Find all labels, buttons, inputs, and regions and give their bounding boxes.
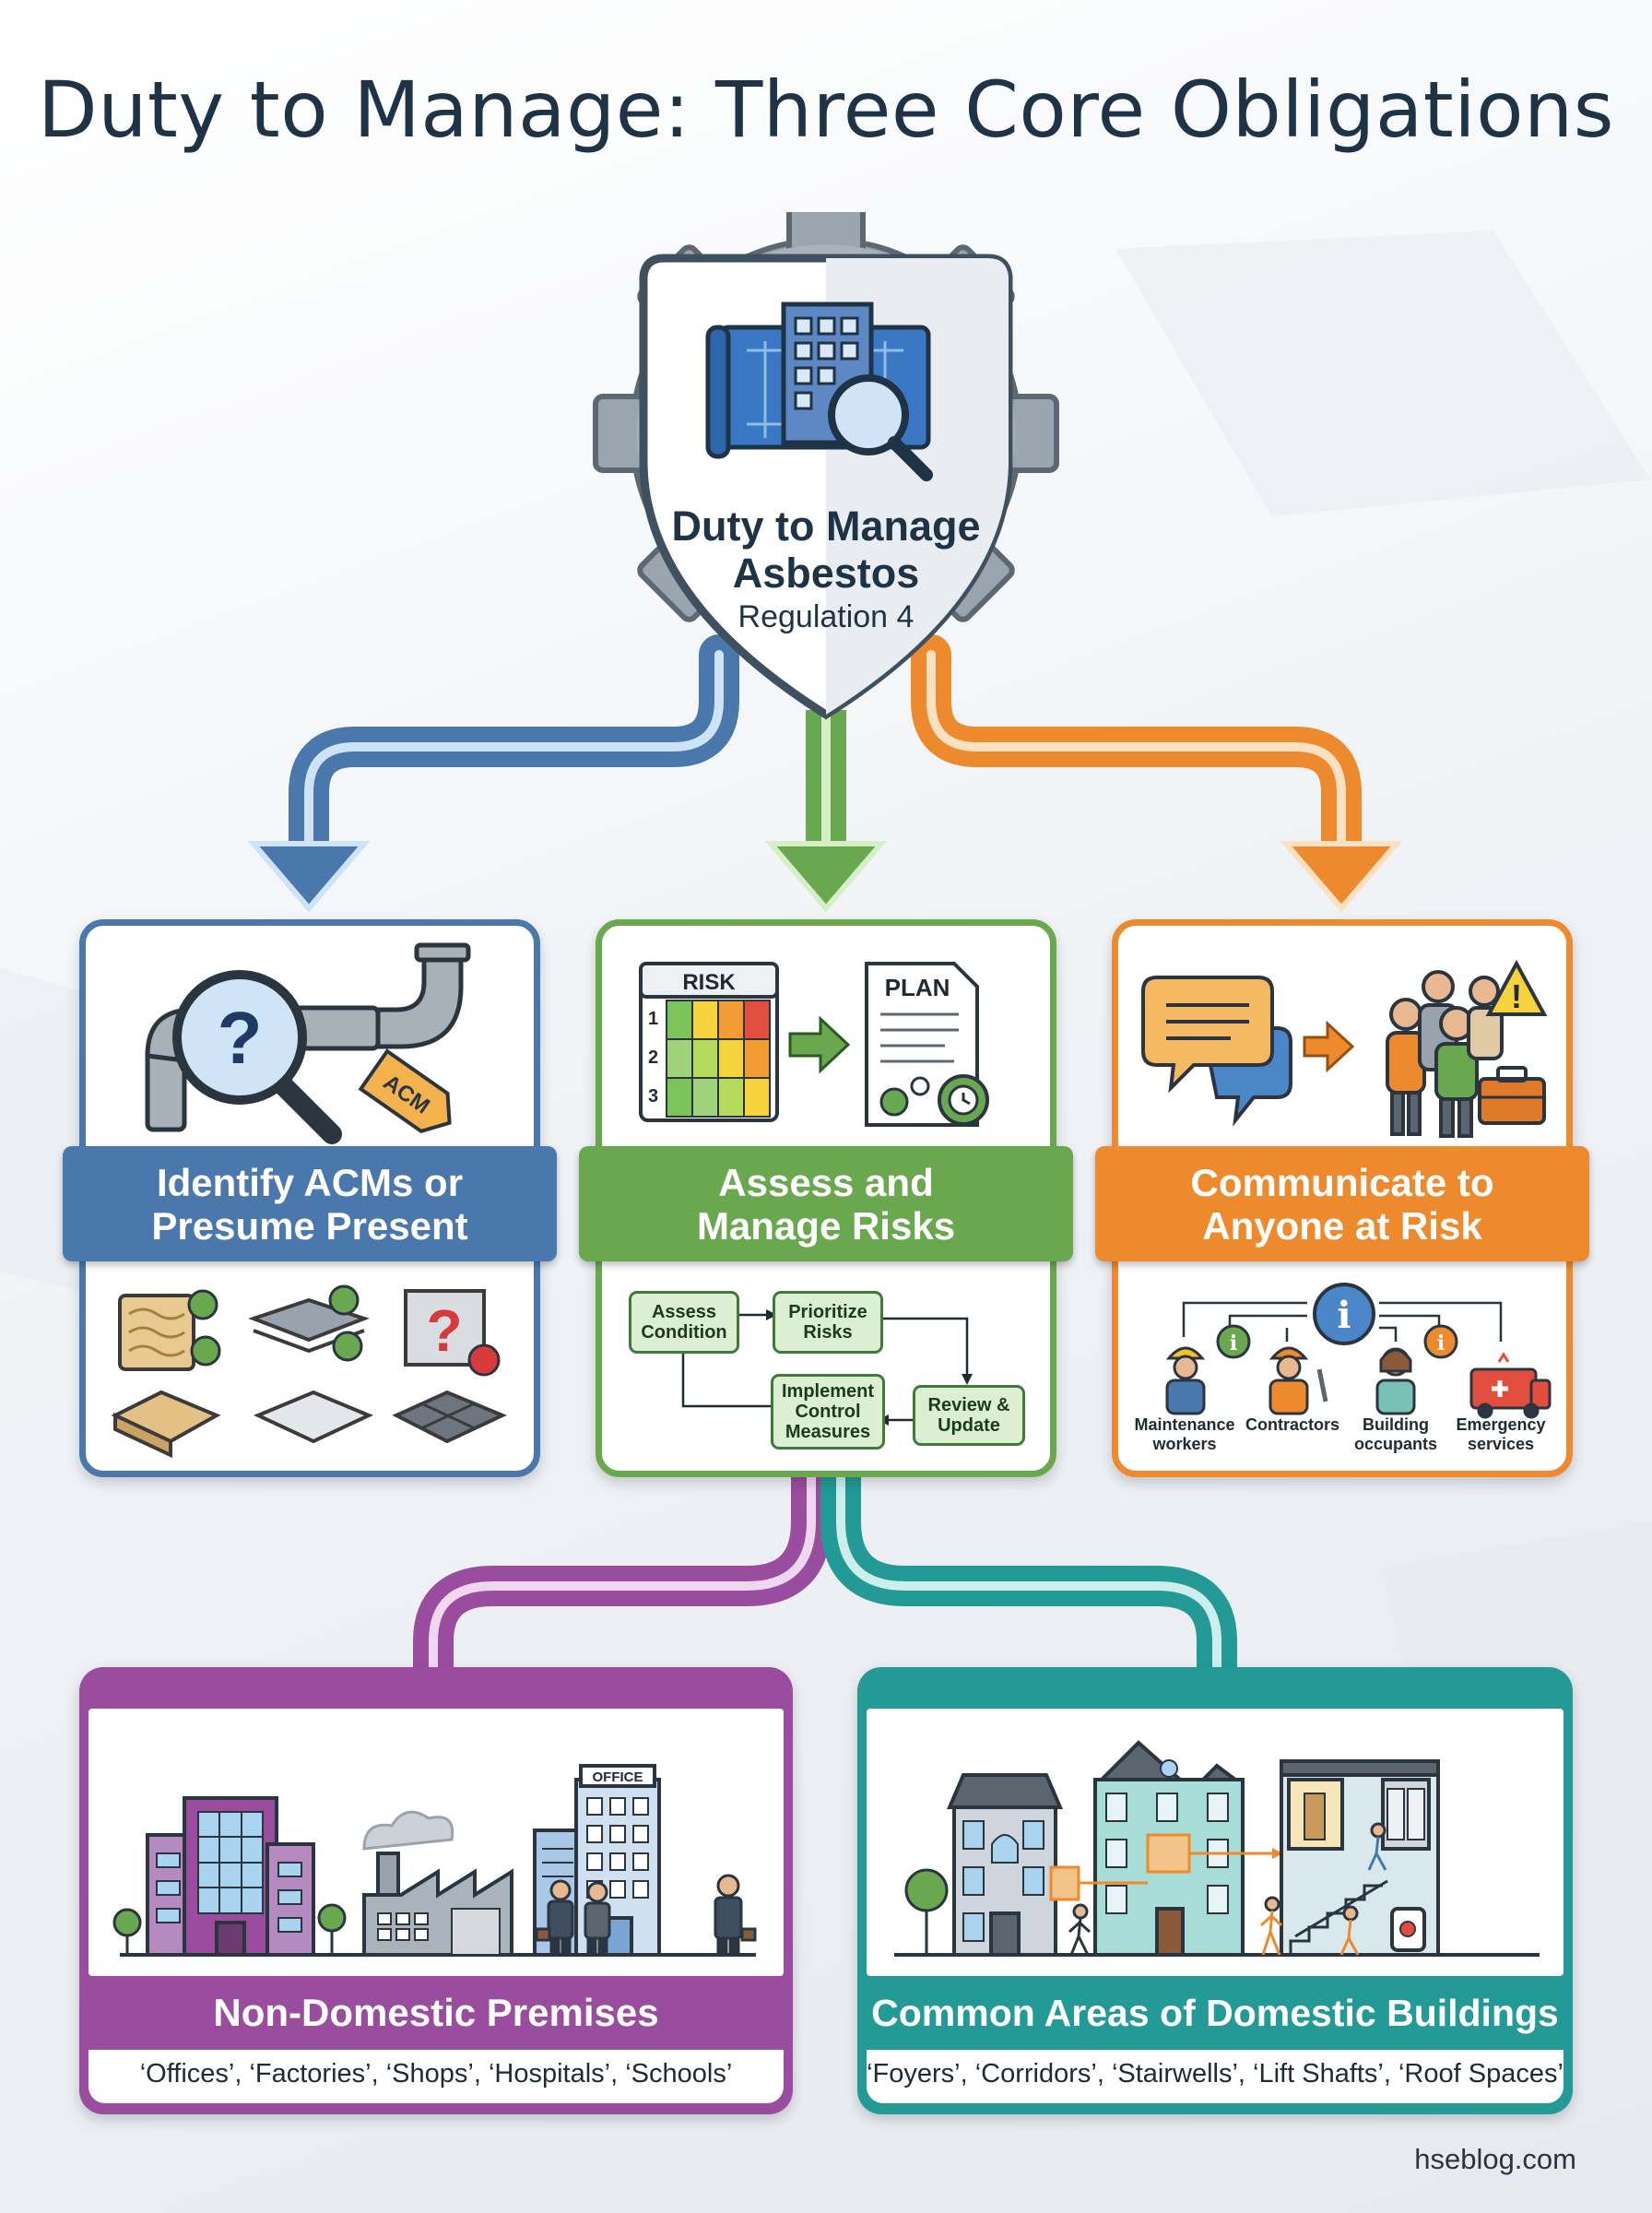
building-occupant-icon: [1375, 1347, 1416, 1415]
non-domestic-heading: Non-Domestic Premises: [213, 1991, 659, 2034]
communicate-heading-line1: Communicate to: [1190, 1160, 1494, 1204]
gear-shield-hub: [593, 212, 1059, 720]
non-domestic-examples: ‘Offices’, ‘Factories’, ‘Shops’, ‘Hospit…: [139, 2059, 733, 2089]
pipe-inspection-illustration: ? ACM: [145, 942, 471, 1144]
identify-heading-line2: Presume Present: [151, 1203, 468, 1248]
insulation-roll-icon: [118, 1289, 221, 1371]
domestic-buildings-illustration: [894, 1740, 1540, 1957]
label-contractors: Contractors: [1235, 1415, 1350, 1435]
tree-icon: [112, 1908, 142, 1955]
contractor-icon: [1268, 1346, 1328, 1415]
toolbox-icon: [1478, 1066, 1546, 1125]
svg-text:?: ?: [218, 997, 263, 1079]
business-people-icon: [535, 1874, 757, 1957]
info-bubble-icon: i: [1313, 1283, 1375, 1345]
tile-grid-icon: [392, 1390, 507, 1444]
insulation-board-icon: [111, 1390, 221, 1459]
risk-matrix-icon: RISK 1 2 3: [639, 962, 779, 1122]
label-emergency-services: Emergency services: [1444, 1415, 1558, 1454]
footer-source: hseblog.com: [1414, 2143, 1576, 2175]
label-emergency-line2: services: [1467, 1435, 1535, 1453]
people-info-illustration: i i i: [1165, 1283, 1552, 1419]
svg-text:?: ?: [426, 1297, 462, 1364]
page-title: Duty to Manage: Three Core Obligations: [38, 65, 1614, 155]
office-tower-icon: [146, 1796, 315, 1957]
hub-title-line1: Duty to Manage: [671, 503, 981, 550]
highlight-connector: [1079, 1852, 1272, 1885]
magnifier-icon: [828, 374, 909, 456]
office-sign-label: OFFICE: [593, 1769, 643, 1785]
domestic-heading: Common Areas of Domestic Buildings: [871, 1991, 1559, 2034]
walking-person-icon: [1339, 1905, 1360, 1956]
flow-step-review-update: Review & Update: [913, 1385, 1025, 1446]
maintenance-worker-icon: [1165, 1346, 1206, 1415]
info-dot-orange-icon: i: [1423, 1324, 1458, 1359]
cog-small-icon: [879, 1087, 909, 1117]
risk-row-1: 1: [648, 1009, 658, 1029]
label-maintenance-workers: Maintenance workers: [1125, 1415, 1245, 1454]
label-emergency-line1: Emergency: [1456, 1415, 1546, 1434]
plan-label: PLAN: [885, 974, 950, 1001]
hub-title: Duty to Manage Asbestos: [636, 503, 1016, 597]
risk-plan-illustration: RISK 1 2 3 PLAN: [639, 962, 989, 1127]
svg-text:i: i: [1337, 1294, 1351, 1337]
info-dot-green-icon: i: [1216, 1324, 1251, 1359]
identify-heading-line1: Identify ACMs or: [156, 1160, 464, 1204]
tree-icon: [317, 1903, 347, 1955]
plan-document-icon: PLAN: [865, 962, 989, 1127]
arrow-right-icon: [1303, 1020, 1355, 1073]
domestic-examples-box: [867, 2050, 1564, 2103]
communication-illustration: !: [1141, 959, 1548, 1138]
stairwell-interior-icon: [1280, 1759, 1440, 1957]
warning-icon: !: [1485, 959, 1548, 1016]
arrow-right-icon: [788, 1015, 851, 1074]
hub-subtitle: Regulation 4: [738, 599, 914, 634]
label-building-occupants: Building occupants: [1339, 1415, 1453, 1454]
risk-row-3: 3: [648, 1086, 658, 1106]
non-domestic-buildings-illustration: OFFICE: [112, 1764, 757, 1957]
risk-row-2: 2: [648, 1047, 658, 1068]
non-domestic-examples-box: [88, 2050, 784, 2103]
hub-title-line2: Asbestos: [732, 550, 920, 597]
flow-step-assess-condition: Assess Condition: [629, 1291, 739, 1354]
ambulance-icon: [1469, 1352, 1552, 1419]
blueprint-building-icon: [705, 302, 933, 481]
apartment-icon: [1093, 1740, 1245, 1957]
walking-person-icon: [1068, 1903, 1092, 1956]
people-group-icon: [1386, 970, 1504, 1138]
roof-sheets-icon: [248, 1284, 370, 1362]
assess-heading-line1: Assess and: [718, 1160, 934, 1204]
acm-tag-icon: ACM: [358, 1048, 452, 1134]
svg-text:i: i: [1230, 1331, 1237, 1355]
risk-label: RISK: [682, 970, 736, 995]
tree-icon: [904, 1868, 949, 1955]
svg-text:i: i: [1437, 1331, 1445, 1355]
assess-heading-line2: Manage Risks: [696, 1203, 956, 1248]
label-maintenance-line1: Maintenance: [1134, 1415, 1235, 1434]
flow-step-implement-controls: Implement Control Measures: [771, 1374, 885, 1450]
flow-step-prioritize-risks: Prioritize Risks: [773, 1291, 883, 1354]
svg-text:!: !: [1511, 977, 1522, 1015]
material-samples-illustration: ?: [111, 1284, 507, 1459]
factory-icon: [362, 1810, 513, 1957]
label-contractors-line1: Contractors: [1245, 1415, 1339, 1434]
walking-person-icon: [1367, 1822, 1387, 1871]
speech-bubbles-icon: [1141, 976, 1292, 1127]
unknown-material-icon: ?: [404, 1289, 501, 1377]
label-occupants-line2: occupants: [1353, 1435, 1438, 1453]
highlight-window: [1049, 1865, 1080, 1901]
walking-person-icon: [1259, 1896, 1283, 1956]
label-occupants-line1: Building: [1363, 1415, 1429, 1434]
floor-tile-icon: [254, 1390, 373, 1444]
communicate-heading-line2: Anyone at Risk: [1202, 1203, 1482, 1248]
domestic-examples: ‘Foyers’, ‘Corridors’, ‘Stairwells’, ‘Li…: [867, 2059, 1564, 2089]
label-maintenance-line2: workers: [1152, 1435, 1217, 1453]
house-icon: [946, 1773, 1064, 1957]
magnifier-question-icon: ?: [172, 970, 342, 1144]
